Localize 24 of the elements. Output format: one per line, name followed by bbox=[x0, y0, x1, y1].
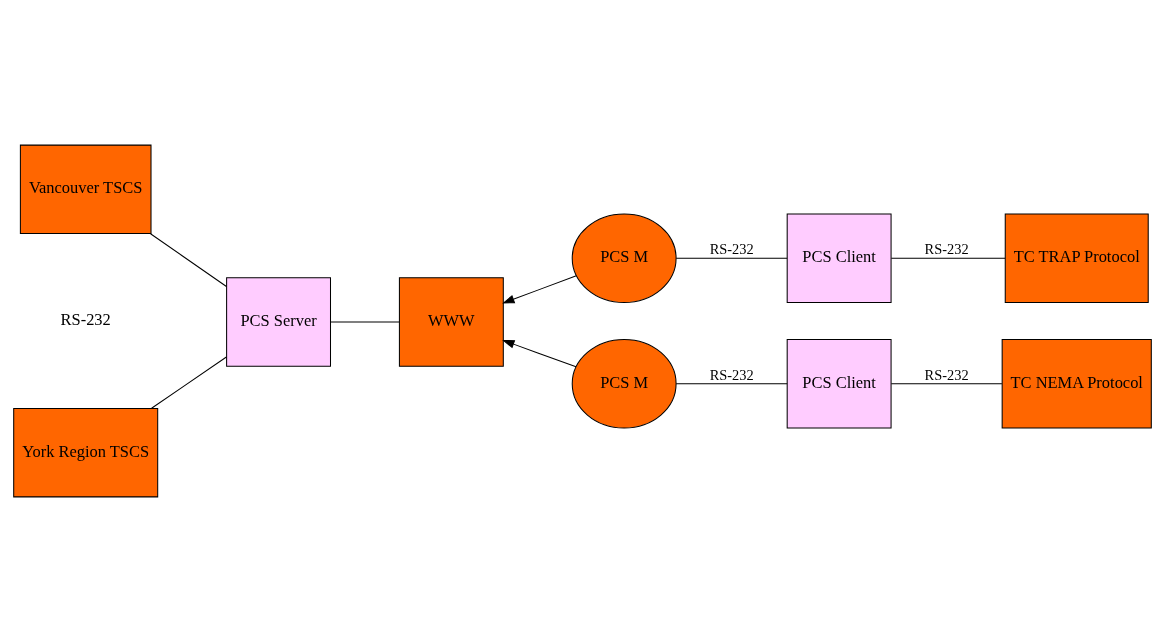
label: RS-232 bbox=[60, 309, 111, 329]
connector bbox=[330, 321, 400, 323]
node-box: TC NEMA Protocol bbox=[1001, 338, 1152, 428]
edge-label: RS-232 bbox=[709, 366, 754, 383]
node-ellipse: PCS M bbox=[571, 213, 677, 303]
node-box: PCS Client bbox=[786, 338, 892, 428]
connector bbox=[675, 382, 788, 384]
node-box: TC TRAP Protocol bbox=[1004, 213, 1149, 303]
edge-label: RS-232 bbox=[924, 240, 969, 257]
node-box: WWW bbox=[398, 276, 504, 367]
arrow bbox=[502, 339, 577, 367]
node-box: Vancouver TSCS bbox=[19, 144, 152, 234]
arrow bbox=[502, 274, 577, 303]
edge-label: RS-232 bbox=[709, 240, 754, 257]
connector bbox=[675, 257, 788, 259]
node-box: PCS Client bbox=[786, 213, 892, 303]
edge-label: RS-232 bbox=[924, 366, 969, 383]
connector bbox=[890, 382, 1003, 384]
connector bbox=[150, 232, 227, 287]
node-ellipse: PCS M bbox=[571, 338, 677, 428]
connector bbox=[890, 257, 1006, 259]
node-box: PCS Server bbox=[226, 276, 331, 367]
connector bbox=[151, 356, 227, 409]
node-box: York Region TSCS bbox=[13, 407, 159, 497]
